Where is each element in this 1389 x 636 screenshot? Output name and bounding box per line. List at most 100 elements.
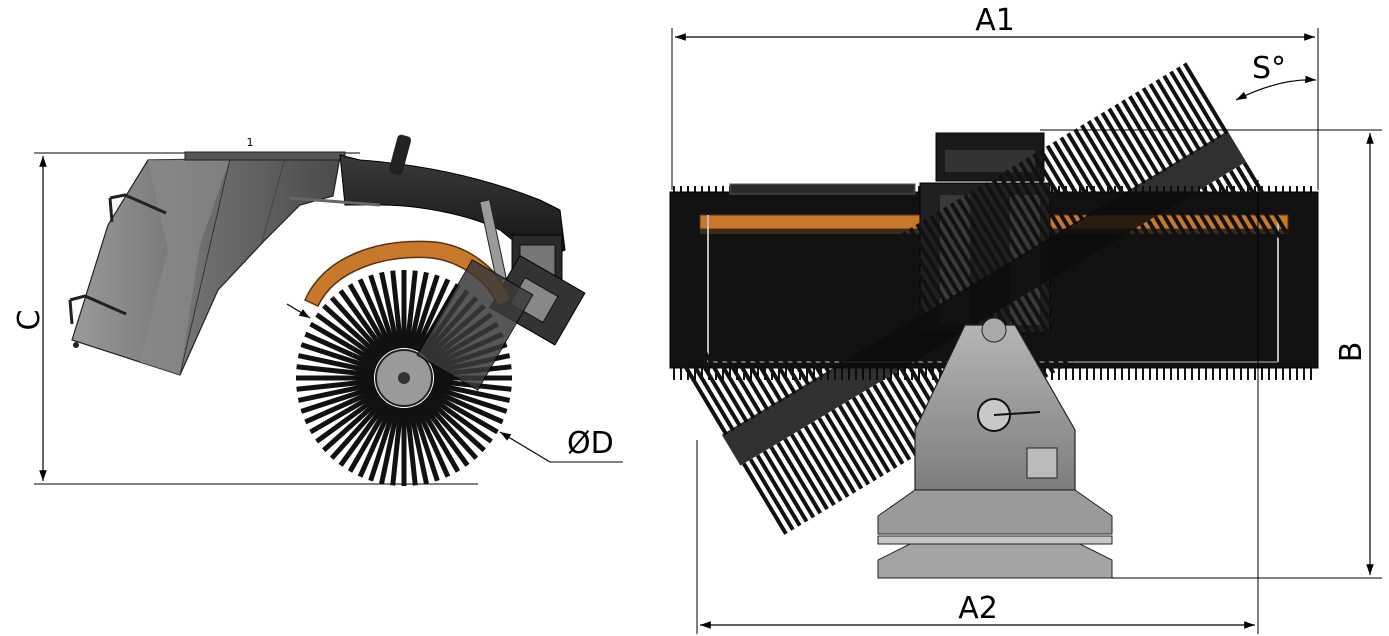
bristle bbox=[803, 425, 850, 498]
bristle bbox=[977, 185, 1023, 259]
bristle bbox=[1126, 231, 1172, 305]
bristle bbox=[990, 177, 1037, 251]
bristle bbox=[742, 462, 788, 535]
bristle bbox=[1038, 148, 1085, 222]
bristle bbox=[1080, 124, 1126, 197]
bristle bbox=[297, 381, 376, 403]
side-view: C 1 bbox=[12, 134, 623, 486]
bristle bbox=[874, 247, 921, 321]
bristle bbox=[844, 400, 891, 474]
bristle bbox=[817, 417, 864, 490]
bristle bbox=[309, 390, 380, 435]
bristle bbox=[970, 190, 1017, 263]
bristle bbox=[888, 239, 934, 312]
bristle bbox=[755, 454, 802, 527]
bristle bbox=[867, 251, 914, 325]
bristle bbox=[838, 404, 884, 478]
bristle bbox=[1107, 107, 1154, 181]
bristle bbox=[407, 271, 429, 350]
bristle bbox=[776, 441, 823, 515]
bristle bbox=[379, 271, 401, 350]
bristle bbox=[1235, 165, 1282, 239]
bristle bbox=[942, 206, 989, 279]
bristle bbox=[357, 278, 395, 352]
bristle bbox=[1002, 305, 1049, 379]
dimension-d: ØD bbox=[286, 303, 623, 463]
bristle bbox=[1162, 74, 1209, 148]
bristle bbox=[872, 384, 919, 457]
angle-label: S° bbox=[1252, 51, 1286, 86]
bristle bbox=[833, 272, 879, 345]
bristle bbox=[424, 396, 486, 453]
bristle bbox=[865, 388, 912, 461]
bristle bbox=[1167, 207, 1213, 280]
depth-label-b: B bbox=[1334, 342, 1369, 363]
bristle bbox=[1228, 170, 1275, 243]
bristle bbox=[997, 173, 1044, 246]
bristle bbox=[1059, 136, 1106, 209]
bristle bbox=[338, 400, 389, 467]
bristle bbox=[1023, 293, 1069, 366]
bristle bbox=[1045, 144, 1092, 218]
bristle bbox=[410, 405, 440, 482]
bristle bbox=[430, 387, 504, 425]
bristle bbox=[936, 210, 982, 284]
bristle bbox=[744, 326, 790, 399]
bristle bbox=[831, 408, 877, 482]
bristle bbox=[1071, 264, 1117, 338]
bristle bbox=[748, 458, 795, 531]
bristle bbox=[329, 398, 386, 460]
bristle bbox=[783, 437, 829, 511]
bristle bbox=[368, 405, 398, 482]
bristle bbox=[1078, 260, 1124, 334]
bristle bbox=[304, 387, 378, 425]
brush-angled bbox=[682, 62, 1289, 535]
bristle bbox=[1134, 91, 1181, 164]
bristle bbox=[338, 289, 389, 356]
dimension-a1: A1 bbox=[671, 3, 1319, 190]
bristle bbox=[428, 390, 499, 435]
bristle bbox=[682, 363, 729, 436]
bristle bbox=[1174, 202, 1220, 276]
bristle bbox=[840, 268, 886, 341]
bristle bbox=[689, 359, 735, 432]
bristle bbox=[798, 293, 845, 366]
bristle bbox=[1004, 169, 1051, 242]
height-label-c: C bbox=[12, 310, 47, 331]
bristle bbox=[300, 384, 377, 414]
bristle bbox=[1112, 240, 1159, 313]
bristle bbox=[1187, 194, 1234, 268]
bristle bbox=[416, 402, 461, 473]
bristle bbox=[1201, 186, 1248, 259]
bristle bbox=[1057, 273, 1104, 346]
bristle bbox=[984, 181, 1030, 255]
bristle bbox=[894, 235, 941, 308]
bristle bbox=[812, 284, 859, 358]
dimension-arrow-icon bbox=[499, 431, 551, 463]
bristle bbox=[730, 334, 777, 407]
bristle bbox=[419, 400, 470, 467]
bristle bbox=[1086, 120, 1133, 193]
bristle bbox=[819, 280, 866, 354]
bristle bbox=[1128, 95, 1174, 168]
bristle bbox=[347, 402, 392, 473]
bristle bbox=[1242, 161, 1289, 235]
bristle bbox=[1093, 115, 1140, 189]
hopper-body: 1 bbox=[68, 136, 346, 376]
bristle bbox=[757, 317, 804, 391]
bristle bbox=[901, 231, 948, 304]
bristle bbox=[413, 404, 451, 478]
bristle bbox=[368, 274, 398, 351]
top-view: A1 bbox=[669, 3, 1382, 634]
bristle bbox=[915, 223, 962, 296]
bristle bbox=[956, 198, 1003, 271]
bristle bbox=[1208, 182, 1255, 255]
bristle bbox=[1016, 297, 1063, 371]
dimension-a2: A2 bbox=[696, 180, 1259, 634]
bristle bbox=[1114, 103, 1161, 176]
bristle bbox=[881, 243, 927, 316]
bristle bbox=[322, 396, 384, 453]
bristle bbox=[762, 450, 809, 523]
bristle bbox=[1036, 285, 1083, 358]
bristle bbox=[322, 303, 384, 360]
